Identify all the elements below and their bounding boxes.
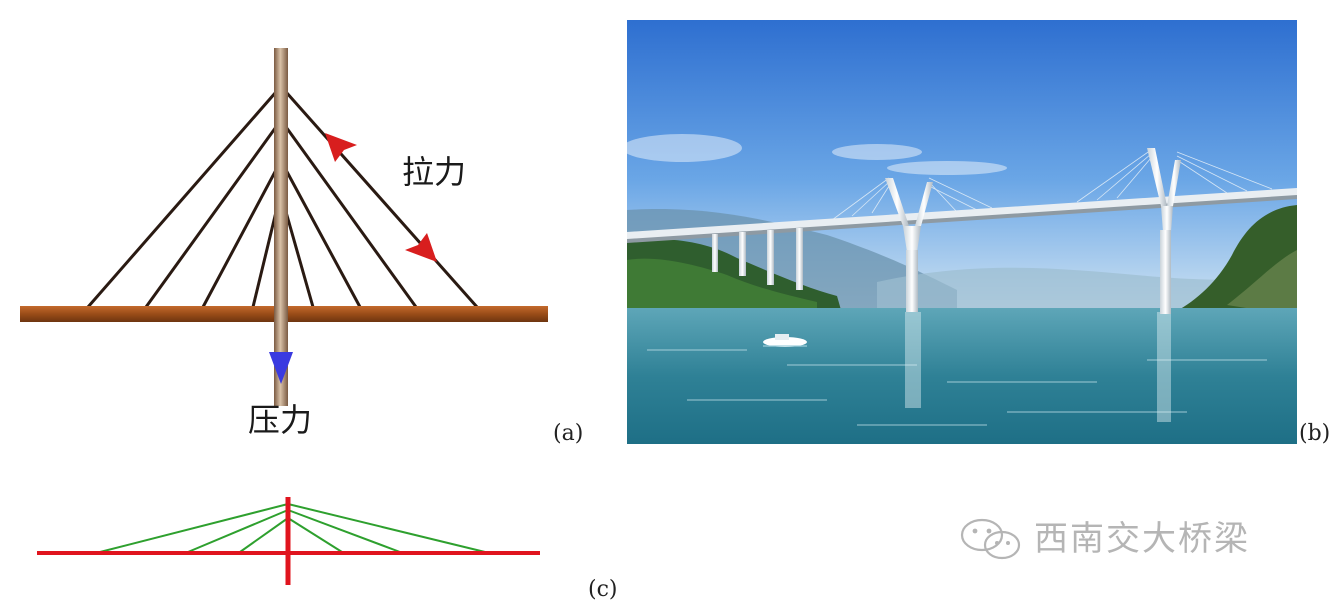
right-forest-foreground bbox=[1227, 250, 1297, 316]
tension-arrows bbox=[325, 133, 437, 262]
tension-arrow-down bbox=[405, 233, 437, 262]
panel-b-bridge-illustration bbox=[622, 20, 1297, 444]
bridge-deck-shadow bbox=[627, 195, 1297, 243]
schematic-cables bbox=[99, 503, 486, 553]
stay-cable bbox=[284, 126, 418, 308]
main-tower-right bbox=[1147, 148, 1181, 314]
watermark-text: 西南交大桥梁 bbox=[1034, 519, 1250, 559]
boat bbox=[763, 334, 807, 347]
pier-reflections bbox=[905, 312, 1171, 422]
schematic-cable bbox=[239, 517, 289, 553]
stay-cable bbox=[201, 169, 278, 308]
water-ripples bbox=[647, 349, 1267, 426]
tension-arrow-up bbox=[325, 133, 357, 162]
panel-b-label: (b) bbox=[1299, 421, 1331, 446]
schematic-cable bbox=[99, 503, 289, 553]
schematic-cable bbox=[287, 509, 401, 553]
schematic-cable bbox=[287, 503, 486, 553]
clouds bbox=[622, 134, 1007, 175]
river-water bbox=[627, 308, 1297, 444]
force-diagram-svg bbox=[20, 48, 548, 406]
stay-cable bbox=[284, 169, 362, 308]
main-tower-left bbox=[885, 178, 933, 312]
compression-arrow bbox=[269, 352, 293, 384]
distant-mountain-right bbox=[877, 267, 1297, 310]
stay-cable bbox=[251, 211, 278, 308]
wechat-icon bbox=[960, 518, 1021, 560]
bridge-scene-svg bbox=[622, 20, 1297, 444]
schematic-cable bbox=[187, 509, 289, 553]
stay-cable bbox=[284, 91, 479, 308]
approach-piers bbox=[712, 228, 803, 290]
panel-c-label: (c) bbox=[588, 577, 618, 602]
bridge-stay-cables bbox=[831, 149, 1273, 221]
stay-cables-left bbox=[86, 91, 278, 308]
schematic-cable bbox=[287, 517, 343, 553]
bridge-tower bbox=[274, 48, 288, 406]
panel-a-force-diagram: 拉力 压力 bbox=[0, 0, 600, 460]
stay-cable bbox=[86, 91, 278, 308]
stay-cable bbox=[284, 211, 315, 308]
left-forest-foreground bbox=[627, 258, 817, 310]
line-schematic-svg bbox=[37, 497, 540, 585]
stay-cables-right bbox=[284, 91, 479, 308]
panel-a-label: (a) bbox=[553, 421, 584, 446]
tension-label: 拉力 bbox=[402, 153, 467, 191]
watermark: 西南交大桥梁 bbox=[958, 514, 1250, 564]
compression-label: 压力 bbox=[248, 401, 313, 439]
panel-c-line-schematic bbox=[0, 480, 640, 606]
stay-cable bbox=[144, 126, 278, 308]
